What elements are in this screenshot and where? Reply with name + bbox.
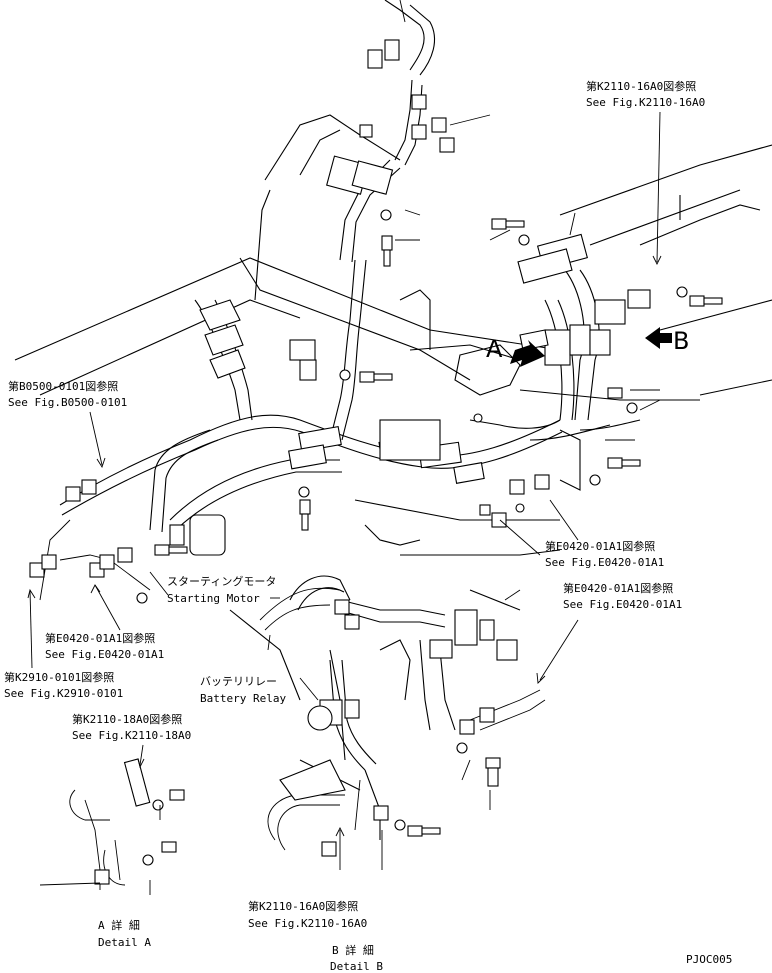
ref-k2910-0101-jp: 第K2910-0101図参照 xyxy=(4,670,114,684)
starting-motor-en: Starting Motor xyxy=(167,592,260,605)
detail-a-en: Detail A xyxy=(98,936,151,949)
ref-e0420-01a1-right-en: See Fig.E0420-01A1 xyxy=(545,556,664,569)
ref-e0420-01a1-left-en: See Fig.E0420-01A1 xyxy=(45,648,164,661)
ref-k2110-16a0-top-en: See Fig.K2110-16A0 xyxy=(586,96,705,109)
detail-a-jp: A 詳 細 xyxy=(98,918,140,932)
ref-k2110-16a0-top-jp: 第K2110-16A0図参照 xyxy=(586,79,696,93)
ref-e0420-01a1-left-jp: 第E0420-01A1図参照 xyxy=(45,631,155,645)
labels: 第K2110-16A0図参照 See Fig.K2110-16A0 第B0500… xyxy=(4,79,732,973)
ref-k2110-18a0-jp: 第K2110-18A0図参照 xyxy=(72,712,182,726)
ref-k2110-18a0-en: See Fig.K2110-18A0 xyxy=(72,729,191,742)
detail-b-jp: B 詳 細 xyxy=(332,943,374,957)
ref-b0500-0101-jp: 第B0500-0101図参照 xyxy=(8,379,118,393)
ref-e0420-01a1-lower-en: See Fig.E0420-01A1 xyxy=(563,598,682,611)
ref-b0500-0101-en: See Fig.B0500-0101 xyxy=(8,396,127,409)
callout-b: B xyxy=(673,327,689,355)
battery-relay-en: Battery Relay xyxy=(200,692,286,705)
components xyxy=(29,39,723,885)
ref-e0420-01a1-lower-jp: 第E0420-01A1図参照 xyxy=(563,581,673,595)
machine-frame-outline xyxy=(14,114,772,791)
ref-e0420-01a1-right-jp: 第E0420-01A1図参照 xyxy=(545,539,655,553)
ref-k2910-0101-en: See Fig.K2910-0101 xyxy=(4,687,123,700)
leader-lines xyxy=(27,0,662,895)
callout-a: A xyxy=(486,335,503,363)
drawing-code: PJOC005 xyxy=(686,953,732,966)
battery-relay-jp: バッテリリレー xyxy=(200,675,277,688)
ref-k2110-16a0-bottom-en: See Fig.K2110-16A0 xyxy=(248,917,367,930)
starting-motor-jp: スターティングモータ xyxy=(167,574,276,588)
detail-b-en: Detail B xyxy=(330,960,383,973)
ref-k2110-16a0-bottom-jp: 第K2110-16A0図参照 xyxy=(248,899,358,913)
